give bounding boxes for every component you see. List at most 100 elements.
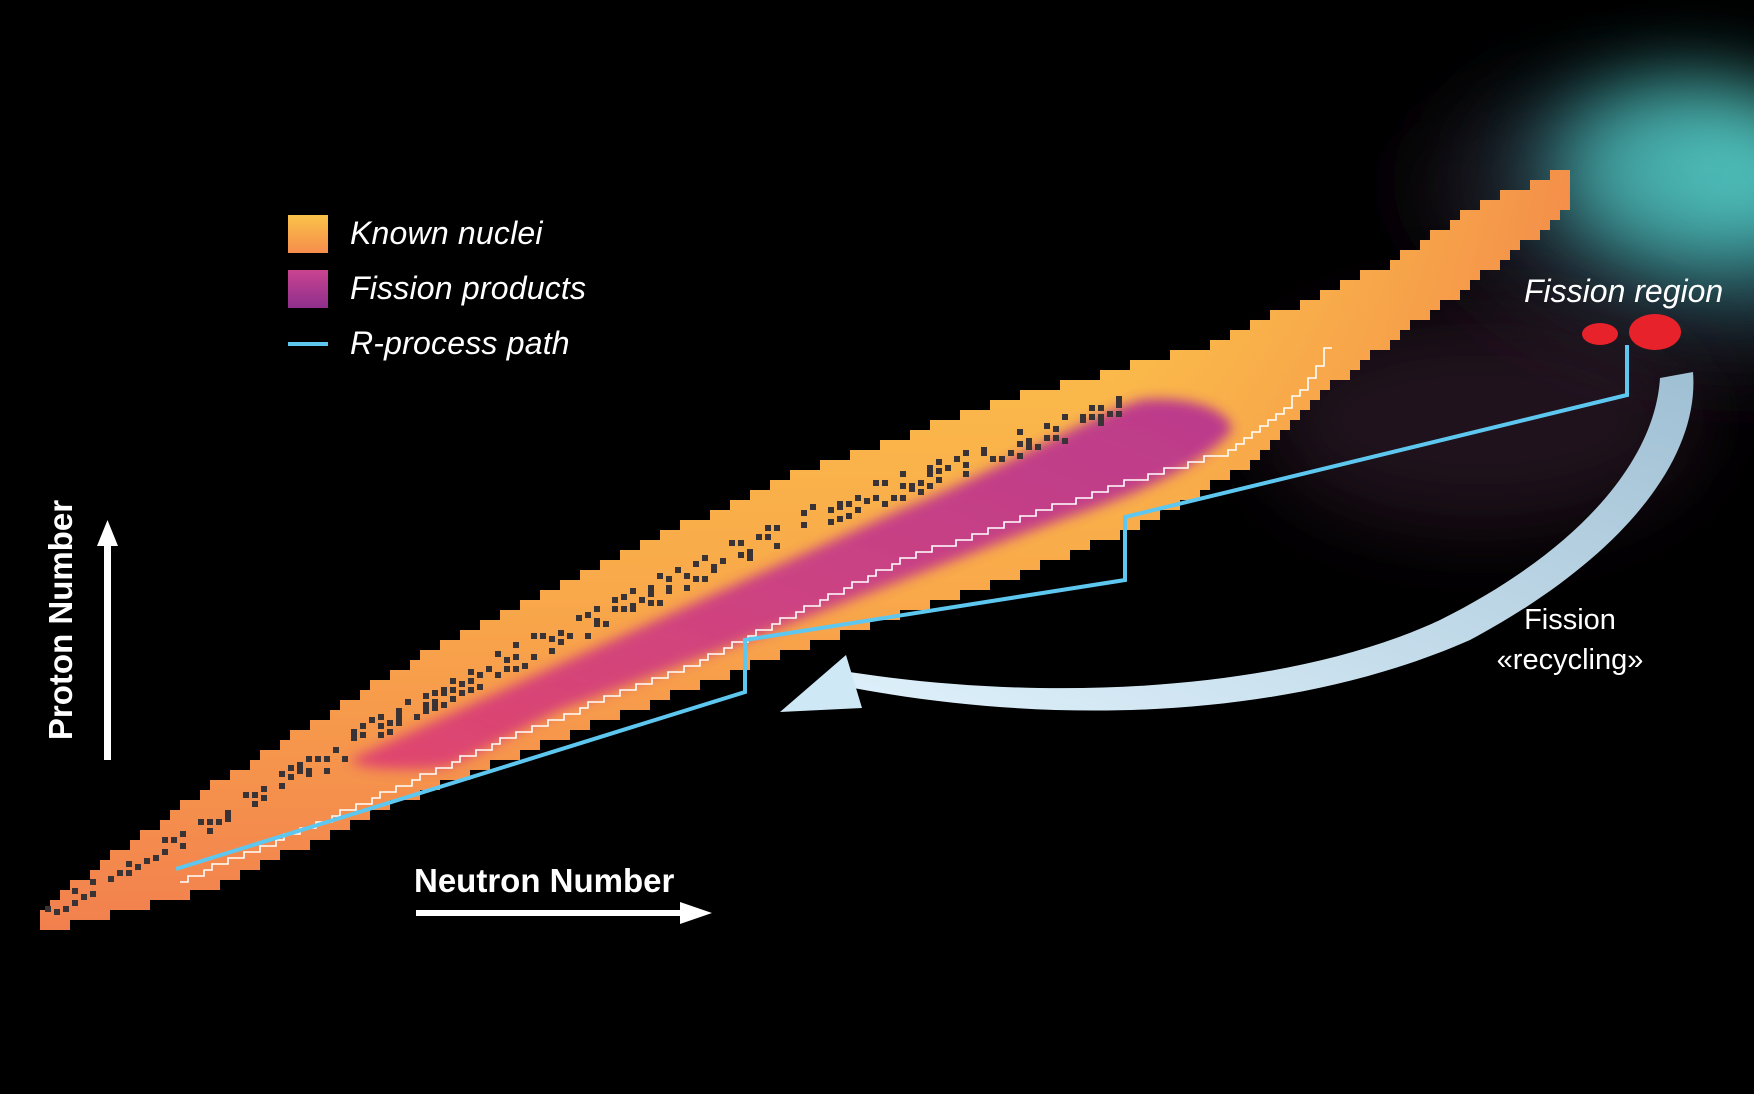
stable-nucleus — [585, 633, 591, 639]
stable-nucleus — [144, 858, 150, 864]
legend-item-r-process-path: R-process path — [288, 316, 586, 371]
stable-nucleus — [1116, 396, 1122, 402]
stable-nucleus — [387, 729, 393, 735]
stable-nucleus — [558, 639, 564, 645]
stable-nucleus — [945, 465, 951, 471]
stable-nucleus — [603, 621, 609, 627]
stable-nucleus — [90, 891, 96, 897]
stable-nucleus — [297, 762, 303, 768]
stable-nucleus — [207, 828, 213, 834]
stable-nucleus — [963, 462, 969, 468]
stable-nucleus — [54, 909, 60, 915]
stable-nucleus — [1035, 444, 1041, 450]
stable-nucleus — [531, 633, 537, 639]
stable-nucleus — [414, 714, 420, 720]
stable-nucleus — [810, 504, 816, 510]
stable-nucleus — [549, 648, 555, 654]
stable-nucleus — [540, 633, 546, 639]
stable-nucleus — [963, 450, 969, 456]
stable-nucleus — [108, 876, 114, 882]
stable-nucleus — [684, 585, 690, 591]
stable-nucleus — [900, 483, 906, 489]
stable-nucleus — [846, 513, 852, 519]
stable-nucleus — [648, 600, 654, 606]
stable-nucleus — [747, 549, 753, 555]
recycling-line-2: «recycling» — [1496, 644, 1644, 676]
recycling-arrow — [780, 372, 1694, 712]
stable-nucleus — [198, 819, 204, 825]
stable-nucleus — [396, 720, 402, 726]
stable-nucleus — [738, 540, 744, 546]
stable-nucleus — [261, 786, 267, 792]
stable-nucleus — [297, 768, 303, 774]
stable-nucleus — [45, 906, 51, 912]
stable-nucleus — [513, 666, 519, 672]
stable-nucleus — [684, 573, 690, 579]
stable-nucleus — [135, 864, 141, 870]
fission-dot-small — [1582, 323, 1618, 345]
stable-nucleus — [927, 465, 933, 471]
stable-nucleus — [675, 567, 681, 573]
stable-nucleus — [216, 819, 222, 825]
stable-nucleus — [756, 534, 762, 540]
stable-nucleus — [405, 699, 411, 705]
stable-nucleus — [432, 690, 438, 696]
stable-nucleus — [324, 768, 330, 774]
stable-nucleus — [594, 621, 600, 627]
stable-nucleus — [801, 510, 807, 516]
stable-nucleus — [504, 666, 510, 672]
stable-nucleus — [1044, 423, 1050, 429]
stable-nucleus — [1053, 435, 1059, 441]
stable-nucleus — [549, 636, 555, 642]
stable-nucleus — [711, 567, 717, 573]
stable-nucleus — [702, 576, 708, 582]
stable-nucleus — [801, 522, 807, 528]
stable-nucleus — [1116, 411, 1122, 417]
stable-nucleus — [729, 540, 735, 546]
stable-nucleus — [1026, 438, 1032, 444]
stable-nucleus — [1062, 438, 1068, 444]
stable-nucleus — [891, 495, 897, 501]
stable-nucleus — [162, 837, 168, 843]
stable-nucleus — [873, 495, 879, 501]
stable-nucleus — [441, 690, 447, 696]
stable-nucleus — [324, 756, 330, 762]
stable-nucleus — [1089, 405, 1095, 411]
stable-nucleus — [63, 906, 69, 912]
stable-nucleus — [432, 705, 438, 711]
stable-nucleus — [261, 795, 267, 801]
stable-nucleus — [639, 597, 645, 603]
stable-nucleus — [594, 606, 600, 612]
stable-nucleus — [981, 450, 987, 456]
stable-nucleus — [504, 657, 510, 663]
stable-nucleus — [423, 702, 429, 708]
stable-nucleus — [72, 900, 78, 906]
stable-nucleus — [432, 699, 438, 705]
stable-nucleus — [567, 633, 573, 639]
stable-nucleus — [1017, 453, 1023, 459]
stable-nucleus — [612, 597, 618, 603]
stable-nucleus — [351, 735, 357, 741]
stable-nucleus — [1089, 414, 1095, 420]
stable-nucleus — [999, 456, 1005, 462]
legend-label: Known nuclei — [350, 215, 543, 251]
stable-nucleus — [1017, 441, 1023, 447]
stable-nucleus — [531, 654, 537, 660]
stable-nucleus — [126, 870, 132, 876]
stable-nucleus — [765, 534, 771, 540]
stable-nucleus — [864, 498, 870, 504]
stable-nucleus — [1098, 420, 1104, 426]
stable-nuclei-squares — [45, 396, 1122, 915]
stable-nucleus — [477, 672, 483, 678]
stable-nucleus — [693, 561, 699, 567]
x-axis-label: Neutron Number — [414, 862, 675, 899]
stable-nucleus — [774, 543, 780, 549]
stable-nucleus — [882, 480, 888, 486]
stable-nucleus — [495, 651, 501, 657]
stable-nucleus — [279, 783, 285, 789]
stable-nucleus — [693, 576, 699, 582]
stable-nucleus — [918, 480, 924, 486]
stable-nucleus — [954, 456, 960, 462]
legend-item-known-nuclei: Known nuclei — [288, 206, 586, 261]
